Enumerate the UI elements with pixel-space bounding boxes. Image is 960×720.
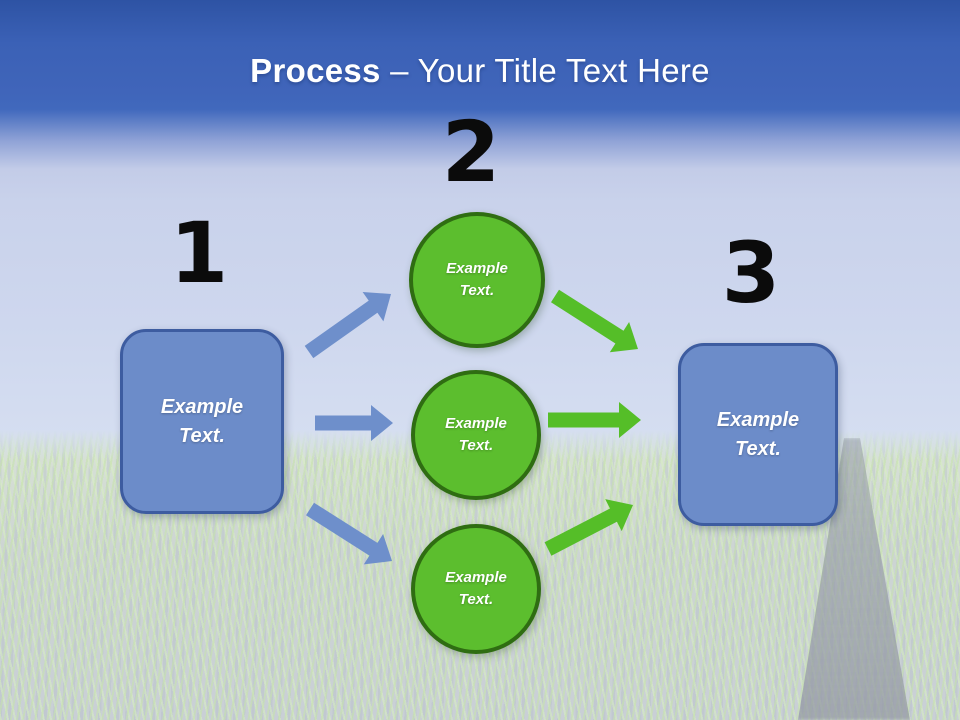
process-circle-middle: Example Text. — [411, 370, 541, 500]
title-emphasis: Process — [250, 52, 381, 89]
process-start-box: Example Text. — [120, 329, 284, 514]
process-end-box: Example Text. — [678, 343, 838, 526]
slide-title: Process – Your Title Text Here — [0, 52, 960, 90]
process-circle-top: Example Text. — [409, 212, 545, 348]
end-box-text: Example Text. — [716, 408, 800, 460]
step-number-1: 1 — [169, 204, 229, 302]
circle-top-text: Example Text. — [446, 259, 508, 300]
circle-bottom-text: Example Text. — [445, 568, 507, 609]
title-rest: – Your Title Text Here — [380, 52, 710, 89]
circle-middle-text: Example Text. — [445, 414, 507, 455]
step-number-3: 3 — [721, 224, 781, 322]
step-number-2: 2 — [441, 103, 501, 201]
start-box-text: Example Text. — [160, 395, 244, 447]
process-circle-bottom: Example Text. — [411, 524, 541, 654]
